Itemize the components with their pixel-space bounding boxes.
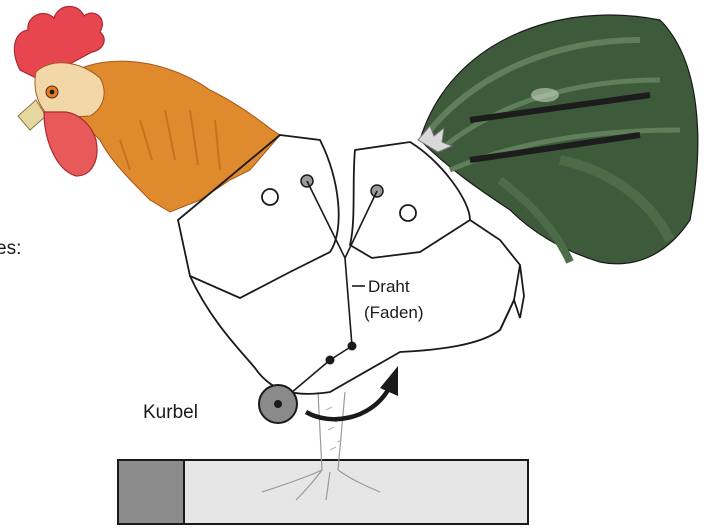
- rooster-head: [14, 6, 104, 176]
- open-hole-right: [400, 205, 416, 221]
- wire-label-sub: (Faden): [364, 303, 424, 322]
- wire-joint-lower: [326, 356, 335, 365]
- wire-joint-upper: [348, 342, 357, 351]
- crank-label: Kurbel: [143, 402, 198, 423]
- open-hole-left: [262, 189, 278, 205]
- wires: [278, 181, 377, 404]
- wire-label: Draht: [368, 277, 410, 296]
- base-platform: [118, 460, 528, 524]
- clipped-label: es:: [0, 238, 21, 259]
- base-dark: [118, 460, 184, 524]
- crank-wheel-icon: [259, 385, 297, 423]
